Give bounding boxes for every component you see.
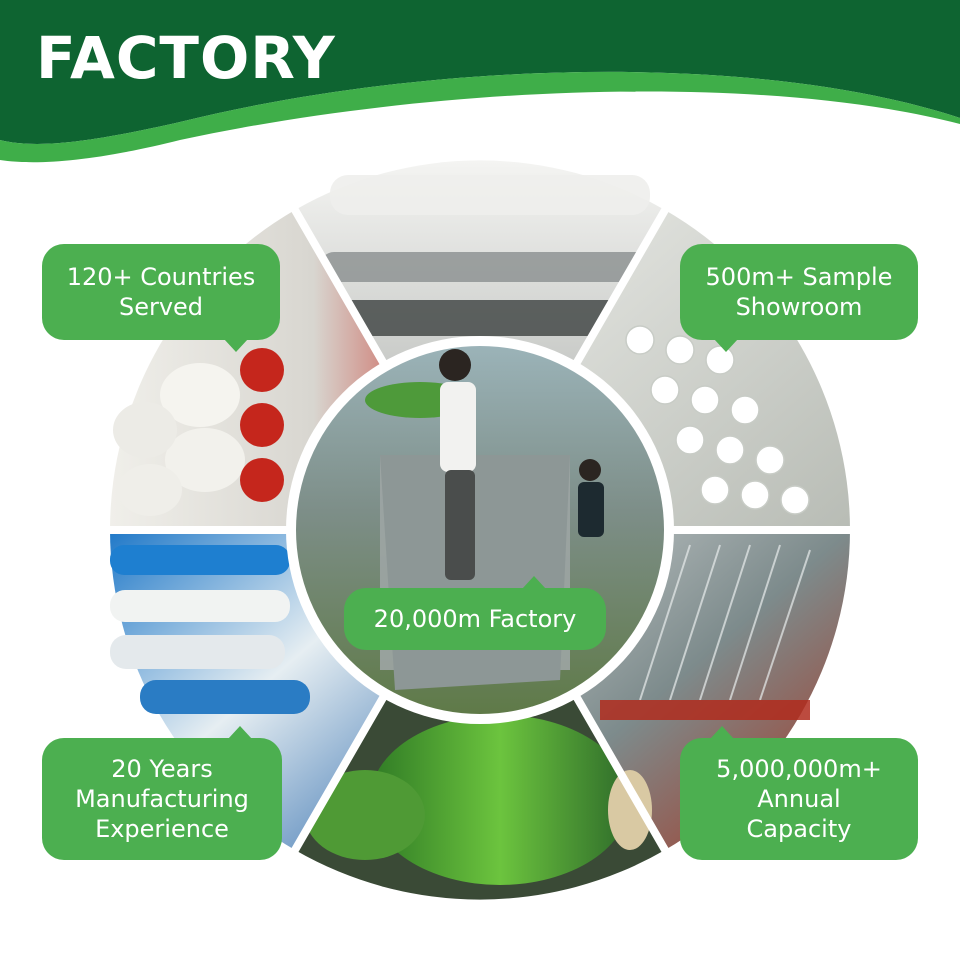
page-title: FACTORY <box>36 24 336 92</box>
manufacturing-experience-callout: 20 Years Manufacturing Experience <box>42 726 282 860</box>
bobbin-icon <box>113 348 284 516</box>
factory-size-callout: 20,000m Factory <box>344 576 606 650</box>
worker-icon <box>439 349 604 580</box>
loom-icon <box>639 544 811 701</box>
packaged-roll-icon <box>110 545 310 714</box>
turf-roll-icon <box>370 715 630 885</box>
yarn-spool-icon <box>625 325 810 515</box>
factory-workers-photo <box>296 346 664 714</box>
banner-light-swoosh <box>0 71 960 163</box>
fabric-roll-icon <box>330 175 650 215</box>
header-banner <box>0 0 960 163</box>
sample-showroom-callout: 500m+ Sample Showroom <box>680 244 918 352</box>
banner-dark-shape <box>0 0 960 144</box>
annual-capacity-callout: 5,000,000m+ Annual Capacity <box>680 726 918 860</box>
countries-served-callout: 120+ Countries Served <box>42 244 280 352</box>
